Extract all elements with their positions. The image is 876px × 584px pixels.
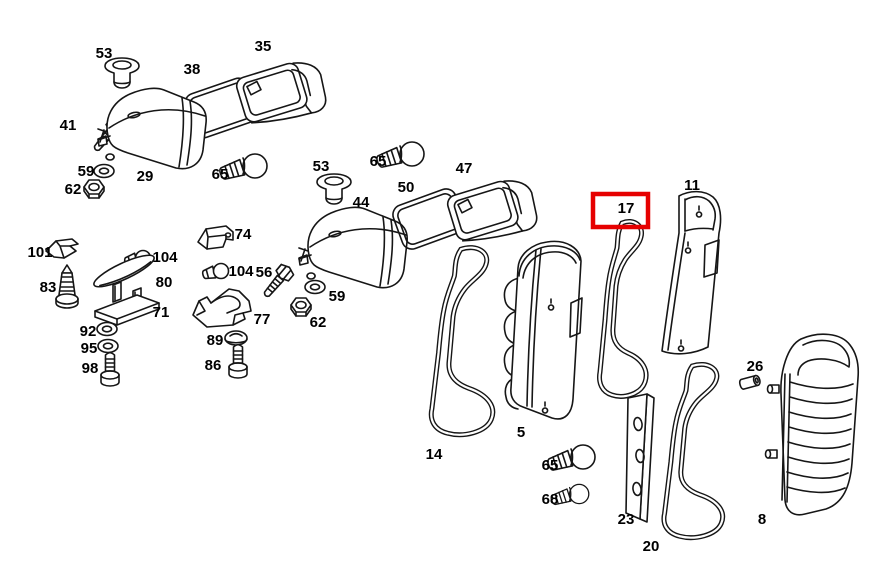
part-label-92[interactable]: 92 (80, 323, 97, 340)
part-label-5[interactable]: 5 (517, 424, 525, 441)
part-label-20[interactable]: 20 (643, 538, 660, 555)
part-label-59a[interactable]: 59 (78, 163, 95, 180)
part-label-77[interactable]: 77 (254, 311, 271, 328)
part-label-11[interactable]: 11 (684, 177, 700, 194)
part-label-41[interactable]: 41 (60, 117, 77, 134)
part-label-104a[interactable]: 104 (152, 249, 178, 266)
part-label-23[interactable]: 23 (618, 511, 635, 528)
part-59b-washer-drawing (304, 279, 326, 295)
part-label-74[interactable]: 74 (235, 226, 252, 243)
part-62a-nut-drawing (83, 179, 105, 199)
part-label-65a[interactable]: 65 (212, 166, 229, 183)
part-71-license-housing-drawing (94, 281, 160, 326)
part-83-screw-drawing (55, 264, 79, 309)
part-label-104b[interactable]: 104 (228, 263, 254, 280)
part-label-47[interactable]: 47 (456, 160, 473, 177)
part-label-71[interactable]: 71 (153, 304, 170, 321)
part-label-29[interactable]: 29 (137, 168, 154, 185)
part-label-17-selected[interactable]: 17 (618, 200, 635, 217)
part-77-bracket-drawing (192, 288, 252, 328)
part-23-carrier-plate-drawing (625, 393, 655, 523)
part-label-68[interactable]: 68 (542, 491, 559, 508)
part-label-8[interactable]: 8 (758, 511, 766, 528)
part-label-53a[interactable]: 53 (96, 45, 113, 62)
part-label-95[interactable]: 95 (81, 340, 98, 357)
part-86-bolt-drawing (228, 343, 248, 379)
part-20-gasket-drawing (664, 364, 723, 537)
part-label-50[interactable]: 50 (398, 179, 415, 196)
part-95-washer-drawing (97, 338, 119, 354)
part-53a-grommet-drawing (104, 57, 140, 89)
part-62b-nut-drawing (290, 297, 312, 317)
part-14-gasket-drawing (431, 248, 493, 435)
part-label-65c[interactable]: 65 (542, 457, 559, 474)
part-label-86[interactable]: 86 (205, 357, 222, 374)
part-label-44[interactable]: 44 (353, 194, 370, 211)
part-label-53b[interactable]: 53 (313, 158, 330, 175)
part-47-lens-housing-drawing (444, 172, 543, 251)
part-44-housing-drawing (298, 206, 408, 289)
part-11-shell-drawing (661, 190, 722, 355)
part-label-35[interactable]: 35 (255, 38, 272, 55)
part-59a-washer-drawing (93, 163, 115, 179)
part-104b-bulb-drawing (200, 262, 230, 282)
part-98-bolt-drawing (100, 351, 120, 387)
part-92-washer-drawing (96, 321, 118, 337)
part-label-14[interactable]: 14 (426, 446, 443, 463)
part-17-gasket-drawing (600, 221, 647, 396)
part-53b-grommet-drawing (316, 173, 352, 205)
part-label-101[interactable]: 101 (27, 244, 52, 261)
part-74-bracket-drawing (197, 225, 234, 250)
part-label-62a[interactable]: 62 (65, 181, 82, 198)
part-label-62b[interactable]: 62 (310, 314, 327, 331)
part-80-lens-drawing (93, 254, 155, 288)
part-label-65b[interactable]: 65 (370, 153, 387, 170)
selected-part-highlight-box (590, 191, 651, 230)
part-29-housing-drawing (97, 87, 207, 170)
part-5-housing-drawing (503, 240, 583, 420)
part-89-clipnut-drawing (224, 330, 248, 346)
part-label-89[interactable]: 89 (207, 332, 224, 349)
part-label-80[interactable]: 80 (156, 274, 173, 291)
part-35-lens-housing-drawing (233, 54, 332, 133)
part-label-59b[interactable]: 59 (329, 288, 346, 305)
part-26-spacer-drawing (739, 374, 761, 390)
part-label-26[interactable]: 26 (747, 358, 764, 375)
part-label-56[interactable]: 56 (256, 264, 273, 281)
part-label-98[interactable]: 98 (82, 360, 99, 377)
part-8-ribbed-lens-drawing (764, 333, 860, 516)
part-label-83[interactable]: 83 (40, 279, 57, 296)
part-label-38[interactable]: 38 (184, 61, 201, 78)
